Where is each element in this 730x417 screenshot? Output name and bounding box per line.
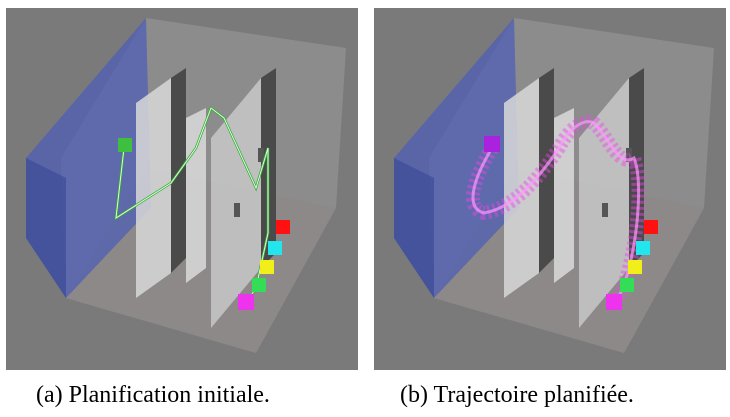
blue-wall-edge	[394, 158, 434, 298]
scene-b-3d-render	[374, 8, 726, 370]
start-block	[484, 136, 500, 152]
block-yellow	[260, 260, 274, 274]
hole-2	[626, 148, 632, 162]
hole-1	[602, 203, 608, 217]
block-yellow	[628, 260, 642, 274]
block-green	[252, 278, 266, 292]
scene-a-3d-render	[6, 8, 358, 370]
goal-block	[606, 294, 622, 310]
glass-pillar	[186, 108, 206, 283]
block-cyan	[636, 241, 650, 255]
hole-1	[234, 203, 240, 217]
dark-wall-1	[539, 68, 554, 273]
start-block	[118, 138, 132, 152]
glass-partition-1	[136, 78, 171, 298]
panel-a-initial-planning	[6, 8, 358, 370]
goal-block	[238, 294, 254, 310]
planned-path-highlight	[115, 107, 269, 304]
block-red	[276, 220, 290, 234]
glass-pillar	[554, 108, 574, 283]
panel-b-planned-trajectory	[374, 8, 726, 370]
block-green	[620, 278, 634, 292]
blue-wall-edge	[26, 158, 66, 298]
caption-b: (b) Trajectoire planifiée.	[400, 382, 634, 408]
glass-partition-1	[504, 78, 539, 298]
block-red	[644, 220, 658, 234]
hole-2	[258, 148, 264, 162]
block-cyan	[268, 241, 282, 255]
caption-a: (a) Planification initiale.	[36, 382, 270, 408]
